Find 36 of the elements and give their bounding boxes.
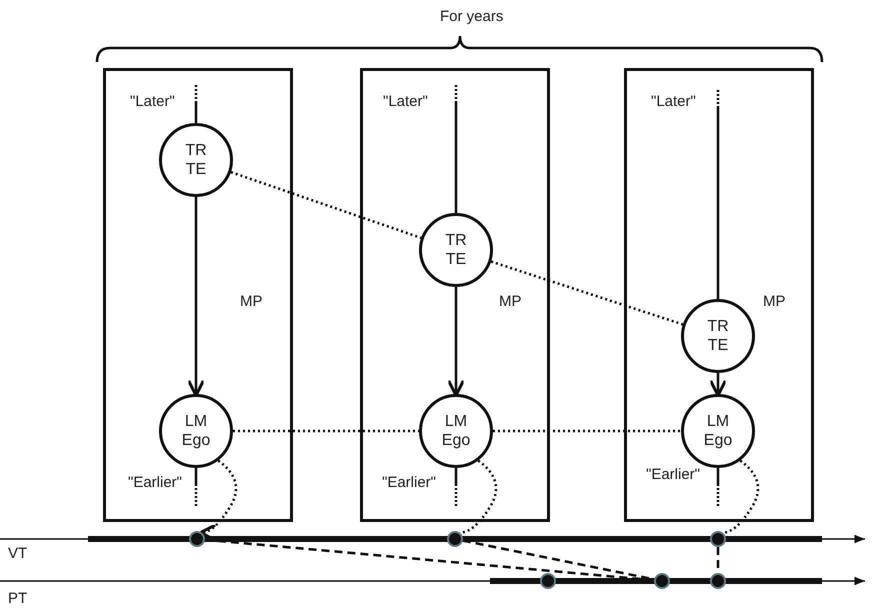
time-label: "Later" [130, 93, 175, 110]
time-label: "Earlier" [128, 474, 182, 491]
brace-label: For years [440, 8, 504, 25]
dotted-connector [493, 430, 681, 432]
timeline-dot [447, 531, 463, 547]
panel-box [103, 68, 293, 522]
axis-label: PT [8, 590, 28, 607]
dotted-connector [233, 430, 419, 432]
panel-label: MP [763, 293, 786, 310]
dotted-connector [490, 260, 684, 326]
panel-box [624, 68, 814, 522]
circle-node: LM Ego [159, 394, 233, 468]
circle-node: LM Ego [419, 394, 493, 468]
timeline-dot [189, 531, 205, 547]
circle-node: TR TE [681, 299, 755, 373]
panel-box [360, 68, 550, 522]
circle-node: TR TE [419, 213, 493, 287]
panel-label: MP [499, 293, 522, 310]
circle-node: LM Ego [681, 394, 755, 468]
dotted-connector [460, 460, 498, 534]
time-label: "Later" [383, 93, 428, 110]
dotted-connector [230, 170, 422, 240]
timeline-dot [654, 573, 670, 589]
timeline-dot [710, 531, 726, 547]
axis-label: VT [8, 545, 28, 562]
panel-label: MP [240, 293, 262, 310]
timeline-dot [710, 573, 726, 589]
timeline-dot [540, 573, 556, 589]
arrow [709, 373, 727, 397]
time-label: "Earlier" [382, 474, 436, 491]
arrow [187, 197, 205, 397]
circle-node: TR TE [159, 123, 233, 197]
time-label: "Earlier" [646, 466, 700, 483]
time-label: "Later" [651, 93, 696, 110]
arrow [447, 287, 465, 397]
dotted-connector [722, 460, 760, 534]
